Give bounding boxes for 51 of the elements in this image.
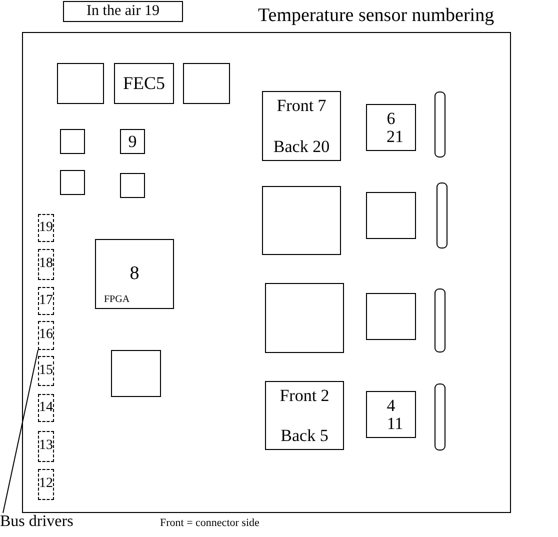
- component-box: [120, 173, 145, 198]
- component-box: [63, 1, 183, 22]
- component-box: [262, 186, 341, 255]
- bus-drivers-label: Bus drivers: [0, 514, 74, 531]
- circuit-board: [22, 32, 511, 513]
- sensor-number: 12: [39, 477, 53, 492]
- sensor-label: 6: [386, 110, 396, 128]
- component-box: [111, 350, 161, 397]
- component-box: [60, 170, 85, 195]
- sensor-label: 21: [386, 128, 404, 146]
- sensor-label: 9: [128, 132, 137, 150]
- sensor-label: 8: [130, 264, 140, 284]
- sensor-label: Back 5: [280, 427, 328, 445]
- bus-driver-box: [38, 469, 54, 500]
- component-box: [366, 293, 416, 340]
- component-box: [366, 104, 416, 151]
- component-box: [60, 129, 85, 154]
- component-box: [366, 192, 416, 239]
- sensor-label: Front 2: [280, 387, 330, 405]
- fpga-chip: [95, 239, 174, 309]
- sensor-number: 14: [39, 400, 53, 416]
- sensor-number: 16: [39, 328, 53, 343]
- bus-driver-box: [38, 287, 54, 315]
- component-box: [114, 63, 174, 104]
- sensor-label: 11: [386, 414, 404, 432]
- bus-driver-box: [38, 431, 54, 462]
- component-box: [120, 129, 145, 154]
- bus-driver-box: [38, 356, 54, 386]
- sensor-number: 17: [39, 294, 53, 308]
- component-box: [265, 381, 344, 450]
- component-box: [265, 283, 344, 353]
- bus-driver-box: [38, 394, 54, 422]
- sensor-label: Front 7: [276, 97, 326, 115]
- sensor-label: In the air 19: [86, 4, 160, 20]
- sensor-number: 19: [39, 220, 53, 236]
- sensor-label: FEC5: [122, 74, 165, 93]
- component-box: [262, 91, 341, 161]
- chip-label: FPGA: [104, 294, 130, 305]
- sensor-number: 15: [39, 364, 53, 378]
- component-box: [57, 63, 104, 104]
- component-box: [183, 63, 230, 104]
- sensor-label: 4: [386, 396, 396, 414]
- component-box: [366, 391, 416, 438]
- bus-driver-box: [38, 249, 54, 280]
- diagram-title: Temperature sensor numbering: [258, 5, 494, 27]
- sensor-label: Back 20: [273, 138, 330, 156]
- bus-driver-box: [38, 321, 54, 350]
- bus-driver-box: [38, 214, 54, 242]
- sensor-number: 13: [39, 439, 53, 454]
- note-text: Front = connector side: [160, 517, 260, 529]
- sensor-number: 18: [39, 257, 53, 272]
